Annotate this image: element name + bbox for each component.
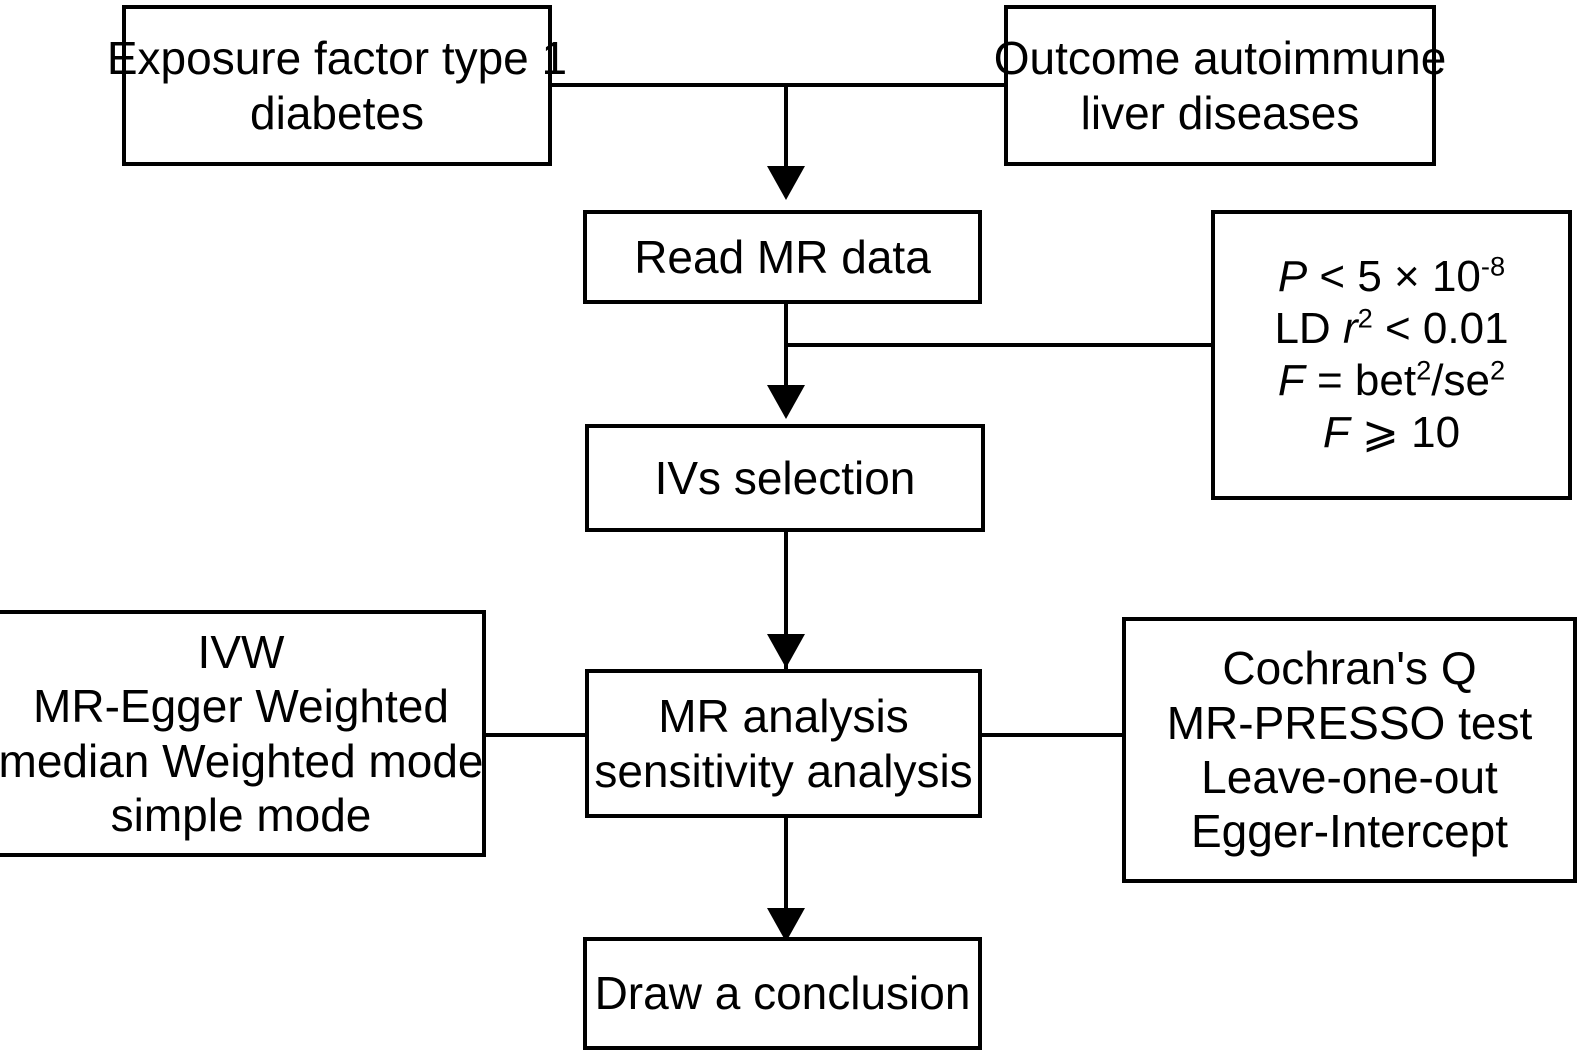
node-conclusion-label: Draw a conclusion bbox=[594, 967, 971, 1020]
node-ivs-selection[interactable]: IVs selection bbox=[585, 424, 985, 532]
arrowhead-to-read-data bbox=[767, 166, 805, 200]
node-outcome[interactable]: Outcome autoimmune liver diseases bbox=[994, 5, 1446, 166]
node-exposure[interactable]: Exposure factor type 1 diabetes bbox=[107, 5, 567, 166]
connector-criteria-to-stem bbox=[784, 343, 1214, 347]
criteria-line-pvalue: P < 5 × 10-8 bbox=[1277, 250, 1506, 302]
criteria-line-fstat-threshold: F ⩾ 10 bbox=[1322, 407, 1461, 457]
connector-exposure-to-merge bbox=[784, 83, 788, 173]
criteria-line-ld: LD r2 < 0.01 bbox=[1274, 302, 1509, 354]
node-mr-analysis[interactable]: MR analysis sensitivity analysis bbox=[585, 669, 982, 818]
sensitivity-line-4: Egger-Intercept bbox=[1190, 805, 1509, 858]
connector-methods-to-mr-analysis bbox=[482, 733, 588, 737]
sensitivity-line-2: MR-PRESSO test bbox=[1166, 696, 1533, 749]
sensitivity-line-1: Cochran's Q bbox=[1222, 642, 1477, 695]
arrowhead-to-mr-analysis bbox=[767, 634, 805, 668]
arrowhead-to-conclusion bbox=[767, 908, 805, 942]
node-read-mr-data-label: Read MR data bbox=[634, 230, 931, 283]
methods-line-3: median Weighted mode bbox=[0, 734, 484, 787]
sensitivity-line-3: Leave-one-out bbox=[1201, 751, 1498, 803]
methods-line-4: simple mode bbox=[110, 788, 372, 841]
node-mr-analysis-line-1: MR analysis bbox=[658, 690, 909, 743]
arrowhead-to-ivs-selection bbox=[767, 385, 805, 419]
node-read-mr-data[interactable]: Read MR data bbox=[583, 210, 982, 304]
node-sensitivity-tests[interactable]: Cochran's Q MR-PRESSO test Leave-one-out… bbox=[1122, 617, 1577, 883]
criteria-line-fstat-formula: F = bet2/se2 bbox=[1277, 354, 1506, 405]
methods-line-2: MR-Egger Weighted bbox=[33, 680, 449, 733]
node-methods[interactable]: IVW MR-Egger Weighted median Weighted mo… bbox=[0, 610, 486, 857]
methods-line-1: IVW bbox=[197, 625, 285, 678]
node-outcome-line-1: Outcome autoimmune bbox=[993, 32, 1447, 85]
node-conclusion[interactable]: Draw a conclusion bbox=[583, 937, 982, 1050]
node-mr-analysis-line-2: sensitivity analysis bbox=[594, 744, 973, 797]
node-exposure-line-1: Exposure factor type 1 bbox=[106, 32, 568, 85]
connector-ivs-to-mr-analysis bbox=[784, 532, 788, 672]
node-exposure-line-2: diabetes bbox=[250, 86, 424, 139]
node-outcome-line-2: liver diseases bbox=[1080, 86, 1360, 139]
connector-mr-analysis-to-sensitivity bbox=[980, 733, 1125, 737]
node-ivs-selection-label: IVs selection bbox=[654, 451, 916, 504]
connector-top-merge-bar bbox=[550, 83, 1016, 87]
connector-mr-analysis-to-conclusion bbox=[784, 818, 788, 943]
